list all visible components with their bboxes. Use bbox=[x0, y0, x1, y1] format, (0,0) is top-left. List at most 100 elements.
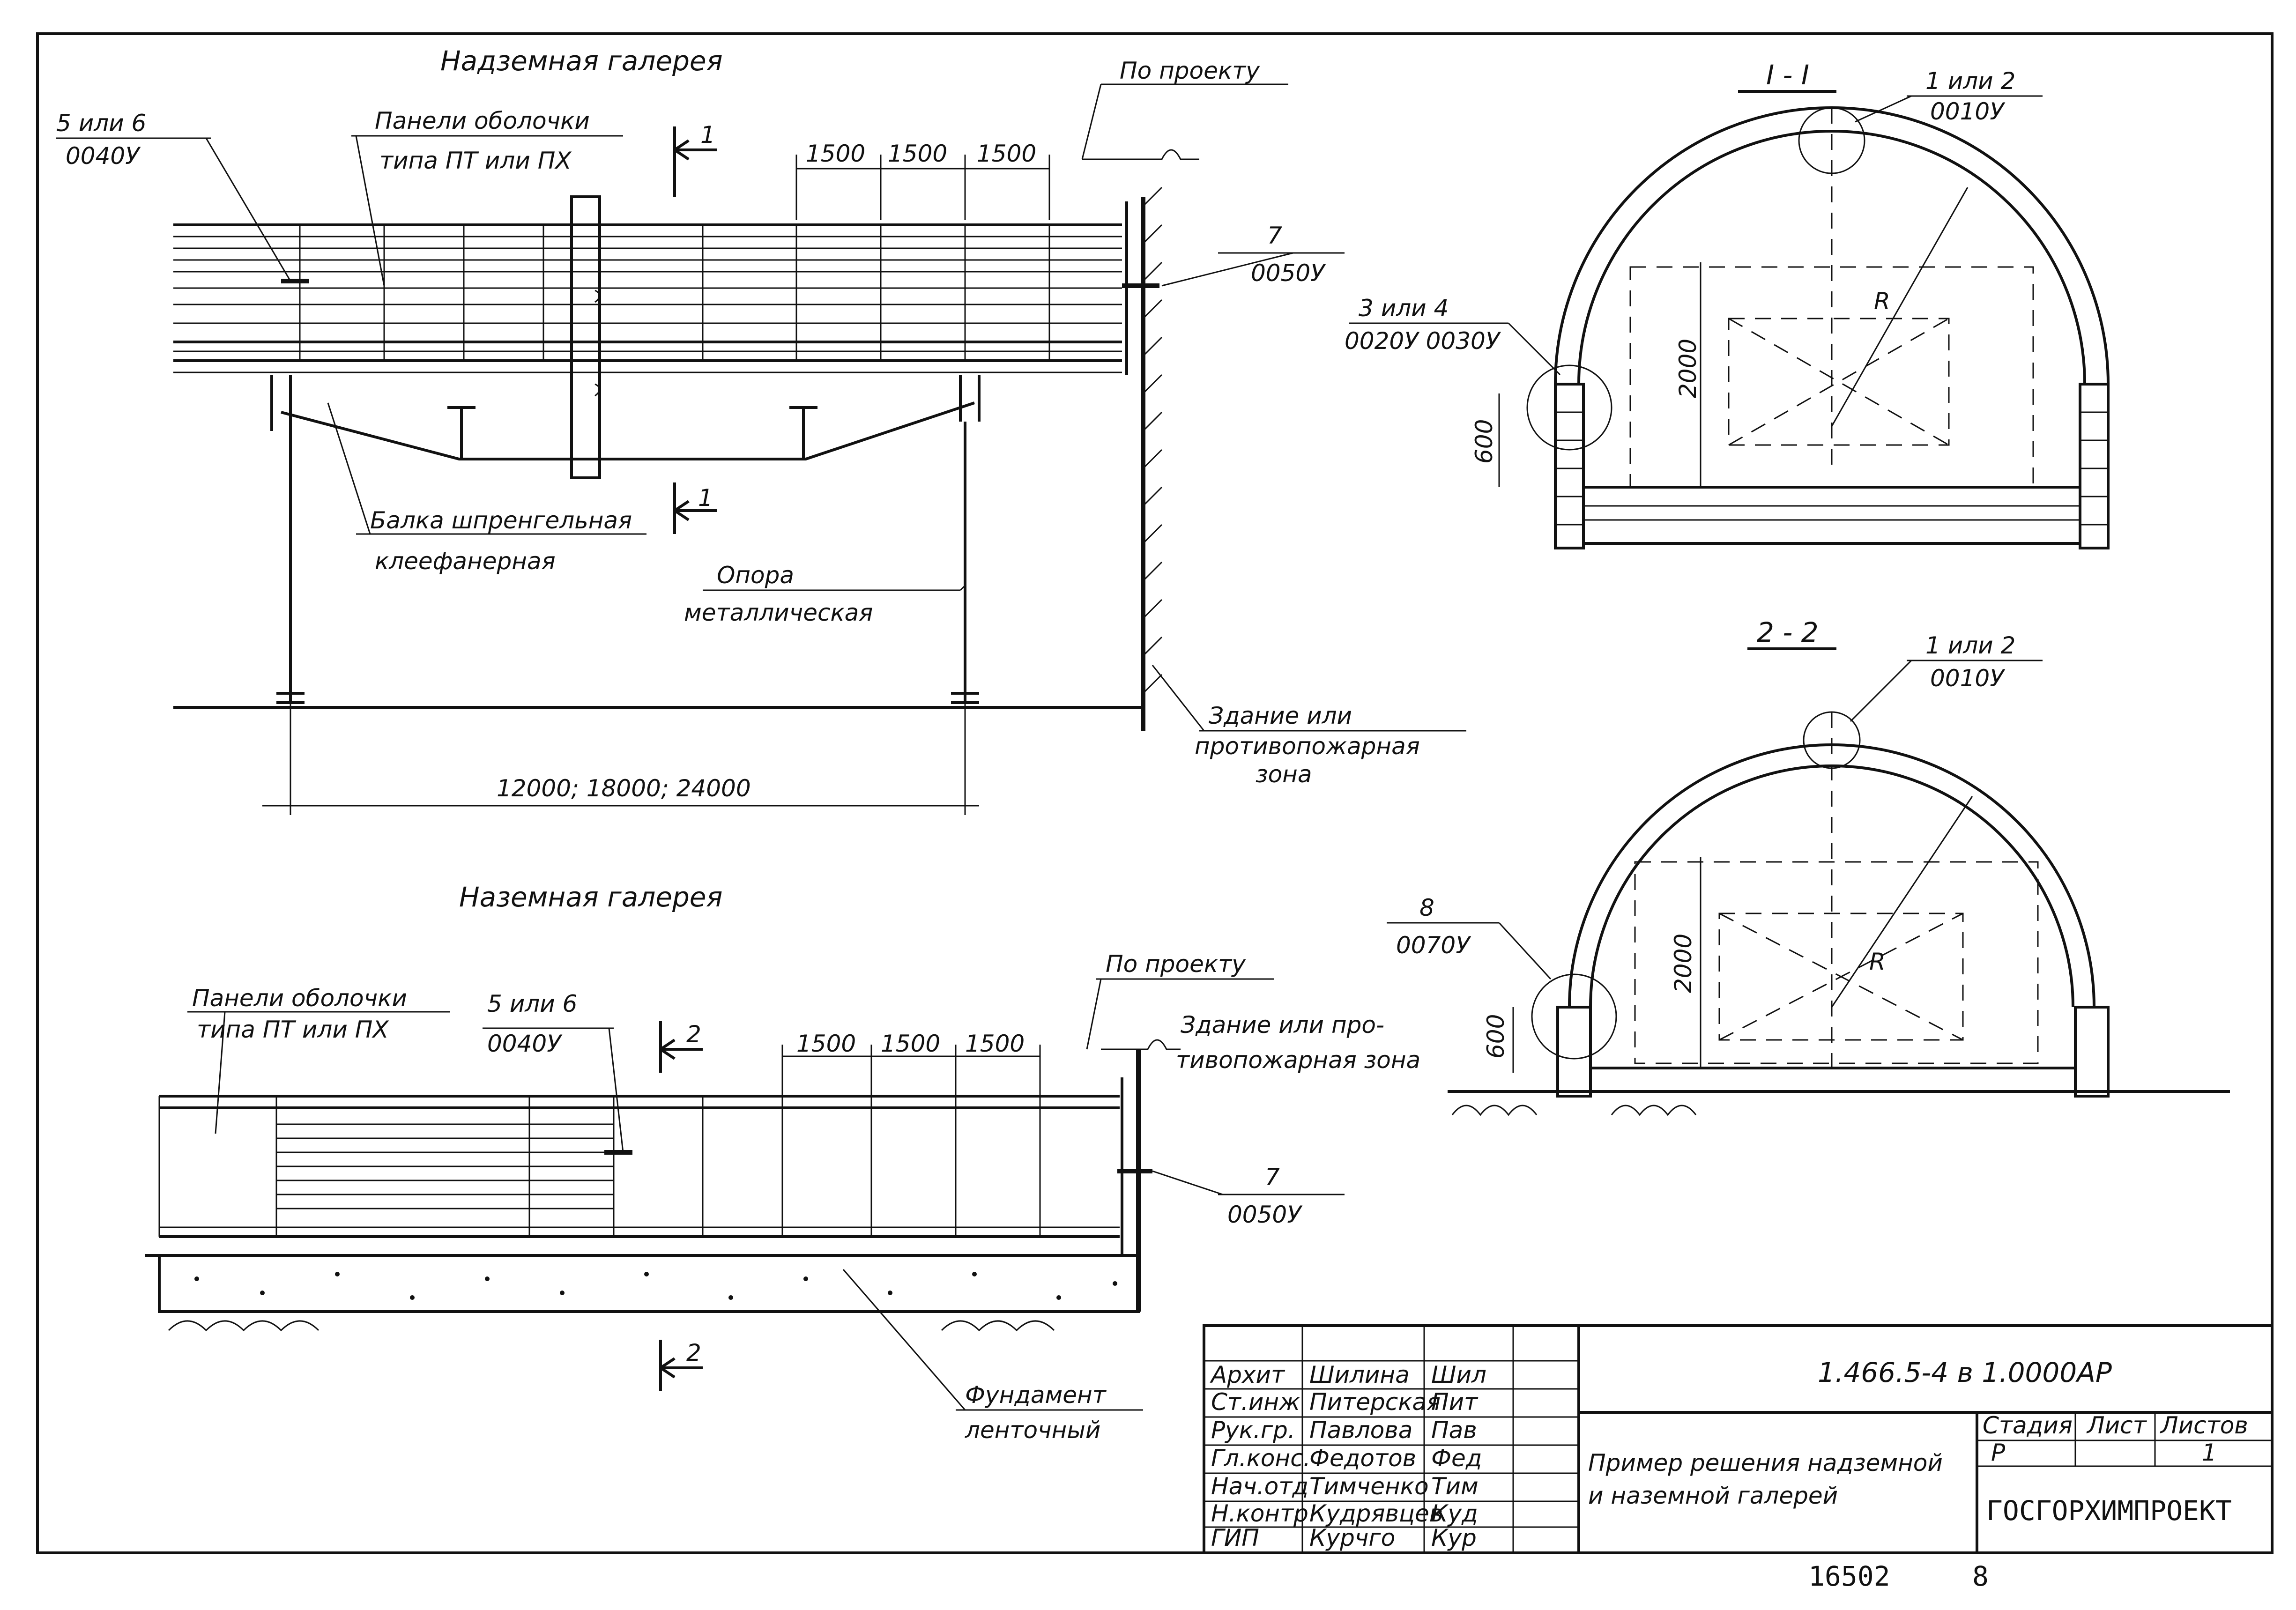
dim-1500-c: 1500 bbox=[977, 140, 1036, 167]
panels-label-upper-1: Панели оболочки bbox=[375, 107, 590, 134]
dim-1500-e: 1500 bbox=[881, 1030, 940, 1057]
foundation-label-1: Фундамент bbox=[965, 1381, 1107, 1409]
title-block: Архит Шилина Шил Ст.инж Питерская Пит Ру… bbox=[1203, 1324, 2274, 1592]
elevated-gallery-title: Надземная галерея bbox=[440, 45, 723, 77]
code-0040-label-upper: 0040У bbox=[66, 142, 141, 170]
node-7-label-upper: 7 bbox=[1267, 222, 1282, 249]
building-label-lower-2: тивопожарная зона bbox=[1176, 1046, 1420, 1074]
radius-label-2: R bbox=[1869, 948, 1886, 975]
role-4: Гл.конс. bbox=[1211, 1445, 1311, 1472]
dim-1500-b: 1500 bbox=[888, 140, 947, 167]
ground-gallery-title: Наземная галерея bbox=[459, 881, 722, 913]
node-7-label-lower: 7 bbox=[1265, 1164, 1280, 1191]
section-I-title: I - I bbox=[1766, 59, 1809, 91]
sign-4: Фед bbox=[1431, 1445, 1482, 1472]
dim-2000-1: 2000 bbox=[1674, 339, 1702, 398]
code-0050-label-upper: 0050У bbox=[1251, 260, 1326, 287]
radius-label-1: R bbox=[1874, 288, 1890, 315]
drawing-title-2: и наземной галерей bbox=[1588, 1482, 1838, 1509]
dim-2000-2: 2000 bbox=[1670, 934, 1697, 993]
panels-label-lower-1: Панели оболочки bbox=[192, 985, 407, 1012]
dim-600-1: 600 bbox=[1471, 419, 1498, 464]
support-label-1: Опора bbox=[717, 562, 794, 589]
code-0020-0030-label: 0020У 0030У bbox=[1345, 327, 1501, 355]
section-I-I: I - I R 2000 600 bbox=[1345, 59, 2110, 549]
arch-inner-1 bbox=[1577, 130, 2086, 385]
name-3: Павлова bbox=[1309, 1417, 1412, 1444]
sign-7: Кур bbox=[1431, 1524, 1477, 1551]
ground-gallery-view: Наземная галерея bbox=[145, 881, 1420, 1444]
dim-1500-a: 1500 bbox=[806, 140, 865, 167]
name-2: Питерская bbox=[1309, 1388, 1441, 1416]
section-2-title: 2 - 2 bbox=[1757, 616, 1819, 648]
sign-5: Тим bbox=[1431, 1473, 1479, 1500]
name-6: Кудрявцев bbox=[1309, 1500, 1443, 1527]
role-5: Нач.отд bbox=[1211, 1473, 1308, 1500]
sheet-header: Лист bbox=[2086, 1412, 2147, 1439]
strip-foundation bbox=[158, 1254, 1140, 1313]
name-7: Курчго bbox=[1309, 1524, 1395, 1551]
beam-label-1: Балка шпренгельная bbox=[370, 507, 632, 534]
code-0050-label-lower: 0050У bbox=[1227, 1201, 1303, 1228]
node-circle-34 bbox=[1526, 364, 1612, 451]
node-8-label: 8 bbox=[1419, 894, 1434, 921]
stage-header: Стадия bbox=[1983, 1412, 2073, 1439]
role-1: Архит bbox=[1210, 1361, 1285, 1388]
panels-label-lower-2: типа ПТ или ПХ bbox=[197, 1016, 389, 1043]
building-label-lower-1: Здание или про- bbox=[1181, 1011, 1384, 1039]
node-12-label-2: 1 или 2 bbox=[1925, 632, 2015, 659]
drawing-title-1: Пример решения надземной bbox=[1588, 1449, 1943, 1476]
sheets-value: 1 bbox=[2202, 1439, 2217, 1466]
building-label-upper-3: зона bbox=[1256, 761, 1312, 788]
role-7: ГИП bbox=[1211, 1524, 1259, 1551]
foundation-label-2: ленточный bbox=[965, 1417, 1100, 1444]
archive-number: 16502 bbox=[1808, 1560, 1890, 1592]
code-0010-label-1: 0010У bbox=[1930, 98, 2006, 125]
by-project-label-upper: По проекту bbox=[1120, 57, 1260, 84]
support-label-2: металлическая bbox=[684, 599, 873, 626]
node-12-label-1: 1 или 2 bbox=[1925, 67, 2015, 95]
node-56-label-upper: 5 или 6 bbox=[56, 110, 146, 137]
sign-6: Куд bbox=[1431, 1500, 1478, 1527]
node-34-label: 3 или 4 bbox=[1359, 295, 1449, 322]
role-6: Н.контр bbox=[1211, 1500, 1308, 1527]
span-dimension: 12000; 18000; 24000 bbox=[497, 775, 751, 802]
sheets-header: Листов bbox=[2160, 1412, 2248, 1439]
signature-rows: Архит Шилина Шил Ст.инж Питерская Пит Ру… bbox=[1210, 1361, 1486, 1551]
sprengel-beam bbox=[281, 401, 975, 460]
node-56-label-lower: 5 или 6 bbox=[487, 990, 577, 1017]
section-mark-2-bottom: 2 bbox=[686, 1339, 701, 1366]
stage-value: Р bbox=[1991, 1439, 2006, 1466]
dim-1500-f: 1500 bbox=[965, 1030, 1025, 1057]
node-circle-8 bbox=[1531, 973, 1617, 1060]
code-0010-label-2: 0010У bbox=[1930, 665, 2006, 692]
panels-label-upper-2: типа ПТ или ПХ bbox=[379, 147, 572, 174]
section-mark-1-bottom: 1 bbox=[698, 484, 713, 512]
sign-2: Пит bbox=[1431, 1388, 1479, 1416]
node-circle-12-a bbox=[1798, 107, 1865, 174]
document-code: 1.466.5-4 в 1.0000АР bbox=[1818, 1357, 2112, 1388]
page-number: 8 bbox=[1972, 1560, 1989, 1592]
dim-600-2: 600 bbox=[1482, 1014, 1509, 1059]
role-3: Рук.гр. bbox=[1211, 1417, 1295, 1444]
sign-3: Пав bbox=[1431, 1417, 1477, 1444]
beam-label-2: клеефанерная bbox=[375, 548, 556, 575]
name-5: Тимченко bbox=[1309, 1473, 1429, 1500]
node-circle-12-b bbox=[1803, 711, 1861, 769]
by-project-label-lower: По проекту bbox=[1106, 950, 1246, 978]
sheet-frame bbox=[36, 32, 2274, 1554]
role-2: Ст.инж bbox=[1211, 1388, 1300, 1416]
code-0070-label: 0070У bbox=[1396, 932, 1471, 959]
section-2-2: 2 - 2 R 2000 600 1 или 2 0010У 8 0070У bbox=[1387, 616, 2230, 1116]
section-mark-1-top: 1 bbox=[700, 121, 715, 148]
dim-1500-d: 1500 bbox=[796, 1030, 856, 1057]
organization: ГОСГОРХИМПРОЕКТ bbox=[1986, 1495, 2232, 1527]
name-1: Шилина bbox=[1309, 1361, 1410, 1388]
sign-1: Шил bbox=[1431, 1361, 1486, 1388]
elevated-gallery-view: Надземная галерея bbox=[56, 45, 1466, 815]
building-label-upper-2: противопожарная bbox=[1195, 733, 1420, 760]
building-label-upper-1: Здание или bbox=[1209, 702, 1352, 729]
section-mark-2-top: 2 bbox=[686, 1021, 701, 1048]
name-4: Федотов bbox=[1309, 1445, 1416, 1472]
